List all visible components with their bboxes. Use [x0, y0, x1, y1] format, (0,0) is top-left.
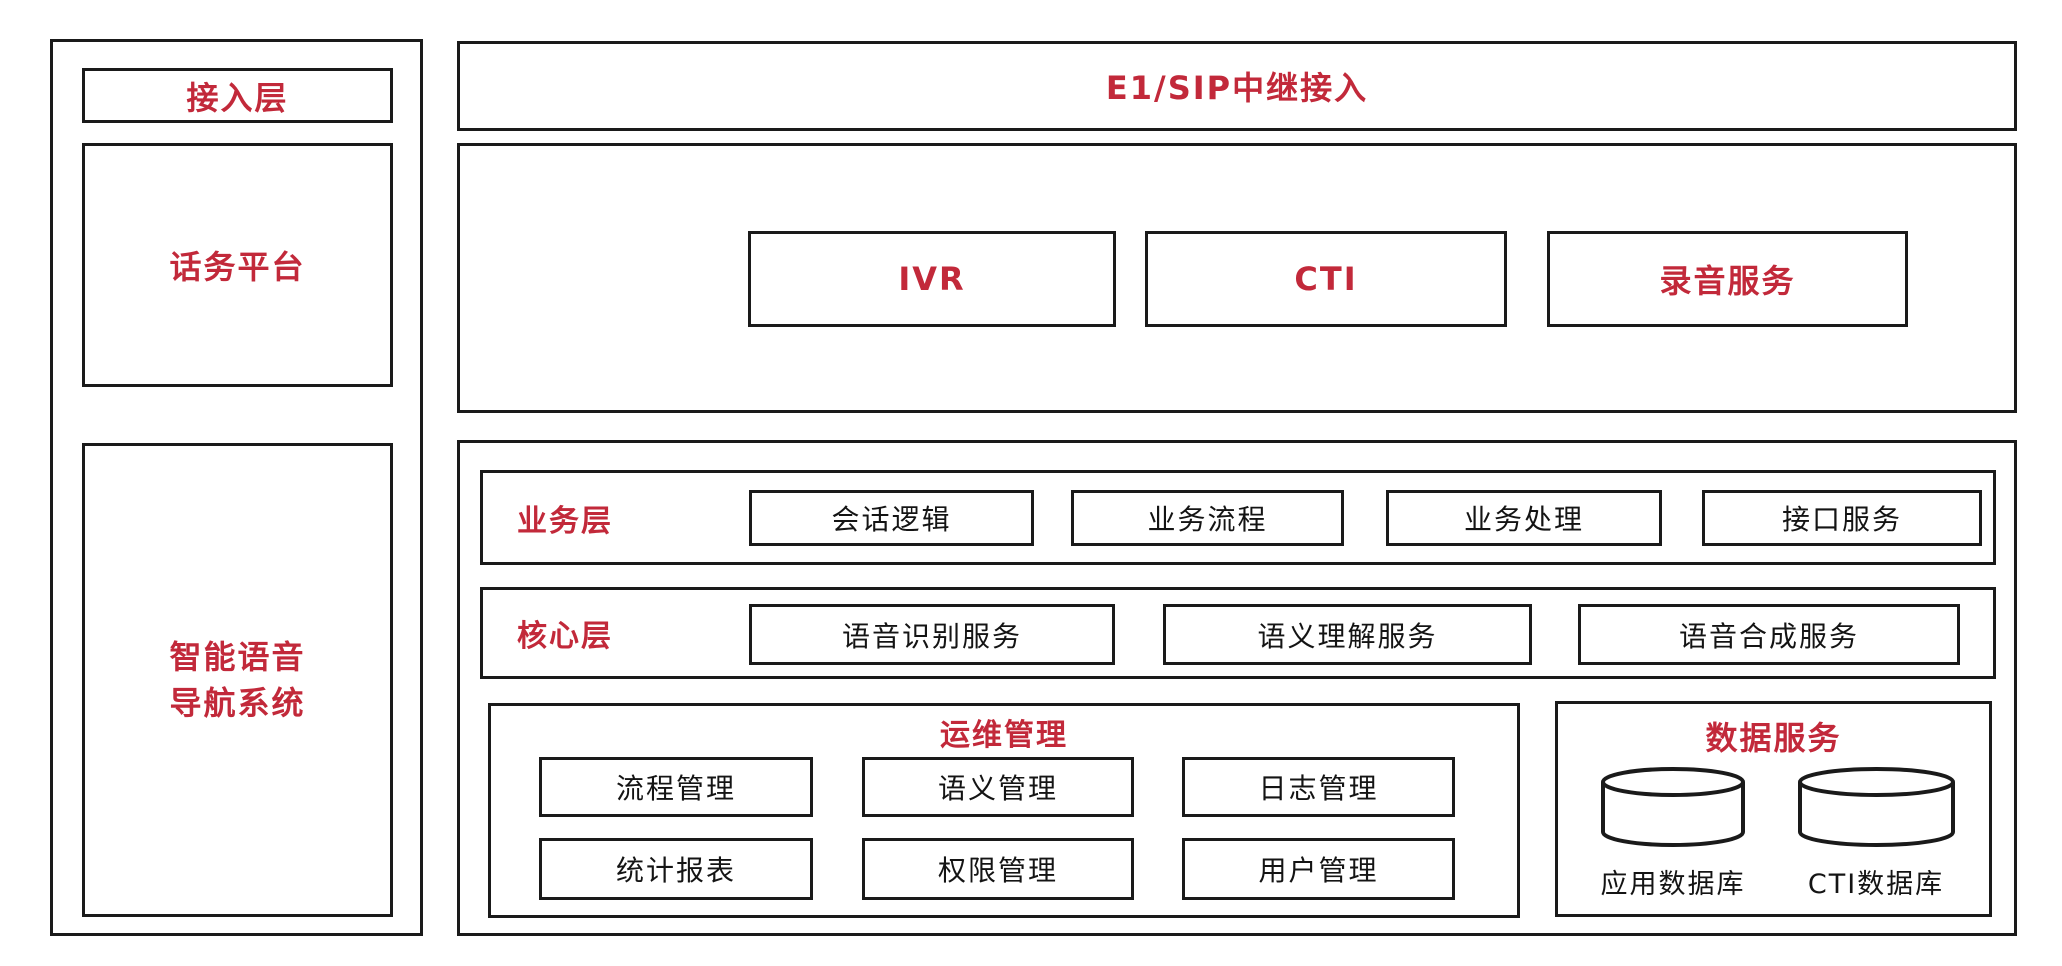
semantic-mgmt-label: 语义管理 — [937, 772, 1058, 805]
recording-service-label: 录音服务 — [1659, 262, 1796, 300]
recording-service-box: 录音服务 — [1547, 231, 1908, 327]
core-layer-label: 核心层 — [500, 587, 630, 679]
voice-nav-system-label: 智能语音 导航系统 — [169, 634, 305, 727]
voice-nav-system-label-line2: 导航系统 — [169, 684, 306, 722]
speech-synthesis-label: 语音合成服务 — [1678, 619, 1859, 653]
user-mgmt-box: 用户管理 — [1182, 838, 1455, 900]
ops-management-title-text: 运维管理 — [940, 718, 1068, 753]
ivr-label: IVR — [898, 260, 966, 298]
stats-report-box: 统计报表 — [539, 838, 813, 900]
business-process-box: 业务流程 — [1071, 490, 1344, 546]
voice-nav-system-box: 智能语音 导航系统 — [82, 443, 393, 917]
interface-service-box: 接口服务 — [1702, 490, 1982, 546]
semantic-mgmt-box: 语义管理 — [862, 757, 1134, 817]
business-layer-label-text: 业务层 — [517, 503, 613, 539]
permission-mgmt-box: 权限管理 — [862, 838, 1134, 900]
speech-recognition-label: 语音识别服务 — [841, 619, 1022, 653]
app-database-icon — [1598, 766, 1748, 850]
telephony-platform-label: 话务平台 — [169, 248, 306, 286]
cti-database-icon — [1795, 766, 1958, 850]
trunk-access-box: E1/SIP中继接入 — [457, 41, 2017, 131]
data-services-title: 数据服务 — [1555, 713, 1992, 759]
ivr-box: IVR — [748, 231, 1116, 327]
speech-recognition-box: 语音识别服务 — [749, 604, 1115, 665]
telephony-platform-box: 话务平台 — [82, 143, 393, 387]
trunk-access-label: E1/SIP中继接入 — [1105, 69, 1369, 107]
interface-service-label: 接口服务 — [1781, 503, 1902, 536]
log-mgmt-box: 日志管理 — [1182, 757, 1455, 817]
cti-database-label: CTI数据库 — [1726, 862, 2026, 901]
business-process-label: 业务流程 — [1147, 503, 1268, 536]
access-layer-label: 接入层 — [186, 78, 289, 117]
semantic-understanding-label: 语义理解服务 — [1257, 619, 1438, 653]
business-handling-label: 业务处理 — [1463, 503, 1584, 536]
core-layer-label-text: 核心层 — [517, 619, 613, 654]
business-handling-box: 业务处理 — [1386, 490, 1662, 546]
app-database-label-text: 应用数据库 — [1600, 869, 1746, 900]
app-database-label: 应用数据库 — [1523, 862, 1823, 901]
stats-report-label: 统计报表 — [615, 854, 736, 887]
permission-mgmt-label: 权限管理 — [937, 854, 1058, 887]
semantic-understanding-box: 语义理解服务 — [1163, 604, 1532, 665]
user-mgmt-label: 用户管理 — [1258, 854, 1379, 887]
process-mgmt-label: 流程管理 — [615, 772, 736, 805]
session-logic-label: 会话逻辑 — [831, 503, 952, 536]
access-layer-box: 接入层 — [82, 68, 393, 123]
ops-management-title: 运维管理 — [488, 710, 1520, 754]
process-mgmt-box: 流程管理 — [539, 757, 813, 817]
speech-synthesis-box: 语音合成服务 — [1578, 604, 1960, 665]
cti-label: CTI — [1294, 260, 1358, 298]
cti-database-label-text: CTI数据库 — [1807, 869, 1945, 900]
cti-box: CTI — [1145, 231, 1507, 327]
session-logic-box: 会话逻辑 — [749, 490, 1034, 546]
voice-nav-system-label-line1: 智能语音 — [169, 637, 306, 676]
log-mgmt-label: 日志管理 — [1258, 772, 1379, 805]
data-services-title-text: 数据服务 — [1705, 719, 1842, 757]
business-layer-label: 业务层 — [500, 470, 630, 565]
